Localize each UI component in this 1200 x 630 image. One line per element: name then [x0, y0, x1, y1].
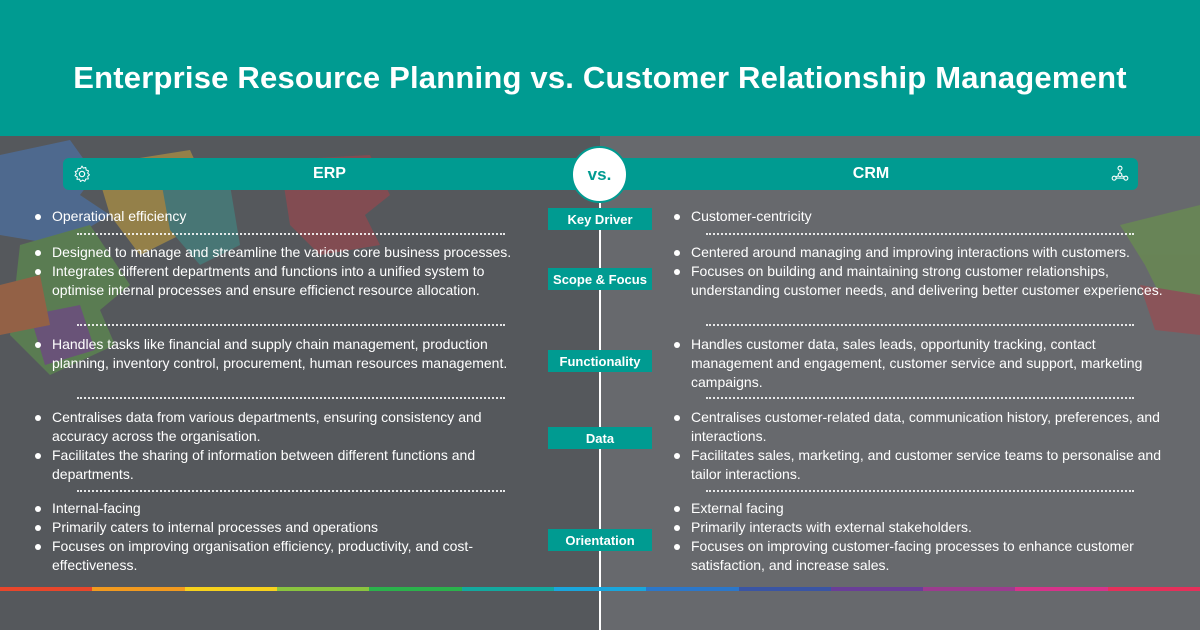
erp-divider — [77, 397, 505, 399]
label-text: Scope & Focus — [553, 271, 647, 287]
erp-key-driver: Operational efficiency — [33, 207, 533, 226]
vs-text: vs. — [587, 164, 612, 184]
crm-background — [600, 135, 1200, 630]
crm-scope-focus: Centered around managing and improving i… — [672, 243, 1177, 300]
label-text: Orientation — [565, 532, 635, 548]
list-item: Facilitates sales, marketing, and custom… — [672, 446, 1177, 484]
rainbow-segment — [92, 587, 185, 591]
page-title: Enterprise Resource Planning vs. Custome… — [73, 60, 1127, 95]
label-scope-focus: Scope & Focus — [548, 268, 652, 290]
puzzle-piece-teal — [160, 175, 240, 265]
erp-divider — [77, 490, 505, 492]
rainbow-segment — [461, 587, 554, 591]
crm-data: Centralises customer-related data, commu… — [672, 408, 1177, 484]
crm-divider — [706, 397, 1134, 399]
label-data: Data — [548, 427, 652, 449]
crm-column-header: CRM — [604, 158, 1138, 190]
list-item: Operational efficiency — [33, 207, 533, 226]
crm-divider — [706, 490, 1134, 492]
puzzle-piece-red-right — [1140, 285, 1200, 335]
list-item: Focuses on improving organisation effici… — [33, 537, 533, 575]
label-functionality: Functionality — [548, 350, 652, 372]
list-item: Handles tasks like financial and supply … — [33, 335, 533, 373]
rainbow-segment — [1107, 587, 1200, 591]
list-item: Handles customer data, sales leads, oppo… — [672, 335, 1177, 392]
rainbow-segment — [369, 587, 462, 591]
list-item: Centralises customer-related data, commu… — [672, 408, 1177, 446]
rainbow-segment — [0, 587, 93, 591]
vs-badge: vs. — [571, 146, 628, 203]
erp-column-header: ERP — [63, 158, 596, 190]
erp-functionality: Handles tasks like financial and supply … — [33, 335, 533, 373]
erp-column: Operational efficiency Designed to manag… — [33, 0, 533, 630]
erp-divider — [77, 324, 505, 326]
list-item: Designed to manage and streamline the va… — [33, 243, 533, 262]
rainbow-segment — [830, 587, 924, 591]
erp-data: Centralises data from various department… — [33, 408, 533, 484]
erp-divider — [77, 233, 505, 235]
label-text: Key Driver — [567, 211, 633, 227]
rainbow-segment — [1015, 587, 1108, 591]
label-orientation: Orientation — [548, 529, 652, 551]
rainbow-segment — [553, 587, 647, 591]
erp-background — [0, 135, 600, 630]
erp-column-title: ERP — [313, 165, 346, 182]
list-item: Centralises data from various department… — [33, 408, 533, 446]
rainbow-segment — [646, 587, 739, 591]
list-item: Focuses on building and maintaining stro… — [672, 262, 1177, 300]
gear-icon — [74, 165, 90, 182]
list-item: Integrates different departments and fun… — [33, 262, 533, 300]
crm-functionality: Handles customer data, sales leads, oppo… — [672, 335, 1177, 392]
center-divider-line — [599, 203, 601, 630]
puzzle-pieces-right-decoration — [1120, 205, 1200, 335]
title-banner: Enterprise Resource Planning vs. Custome… — [0, 0, 1200, 136]
crm-divider — [706, 324, 1134, 326]
list-item: Primarily interacts with external stakeh… — [672, 518, 1177, 537]
label-key-driver: Key Driver — [548, 208, 652, 230]
crm-key-driver: Customer-centricity — [672, 207, 1177, 226]
rainbow-segment — [276, 587, 370, 591]
network-icon — [1111, 165, 1129, 181]
list-item: Customer-centricity — [672, 207, 1177, 226]
list-item: Primarily caters to internal processes a… — [33, 518, 533, 537]
list-item: External facing — [672, 499, 1177, 518]
crm-divider — [706, 233, 1134, 235]
rainbow-stripe — [0, 587, 1200, 591]
label-text: Functionality — [559, 353, 641, 369]
crm-column-title: CRM — [852, 165, 890, 182]
puzzle-piece-orange — [0, 275, 50, 335]
erp-scope-focus: Designed to manage and streamline the va… — [33, 243, 533, 300]
erp-orientation: Internal-facing Primarily caters to inte… — [33, 499, 533, 575]
puzzle-piece-green-right — [1120, 205, 1200, 305]
label-text: Data — [585, 430, 615, 446]
list-item: Facilitates the sharing of information b… — [33, 446, 533, 484]
crm-column: Customer-centricity Centered around mana… — [672, 0, 1177, 630]
list-item: Internal-facing — [33, 499, 533, 518]
rainbow-segment — [923, 587, 1016, 591]
rainbow-segment — [738, 587, 831, 591]
list-item: Centered around managing and improving i… — [672, 243, 1177, 262]
list-item: Focuses on improving customer-facing pro… — [672, 537, 1177, 575]
rainbow-segment — [184, 587, 277, 591]
crm-orientation: External facing Primarily interacts with… — [672, 499, 1177, 575]
